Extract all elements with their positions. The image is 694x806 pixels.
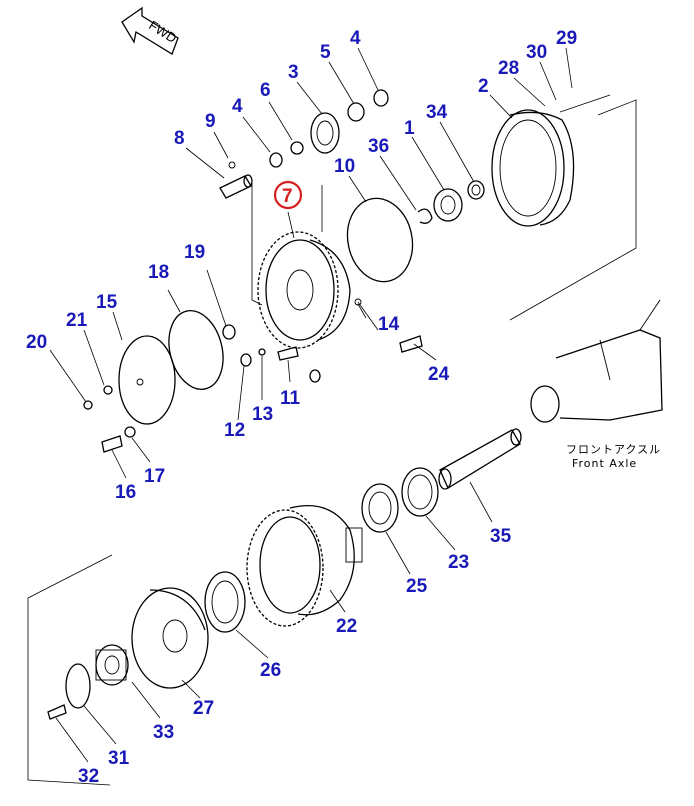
callout-24: 24 xyxy=(428,364,450,385)
callout-numbers: 29 30 28 2 34 1 36 10 4 5 3 6 4 9 8 7 19… xyxy=(26,28,577,787)
callout-2: 2 xyxy=(478,76,489,97)
callout-33: 33 xyxy=(153,722,174,743)
callout-26: 26 xyxy=(260,660,281,681)
callout-36: 36 xyxy=(368,136,389,157)
callout-19: 19 xyxy=(184,242,205,263)
callout-5: 5 xyxy=(320,42,331,63)
callout-31: 31 xyxy=(108,748,130,769)
callout-35: 35 xyxy=(490,526,512,547)
wheel-hub-part xyxy=(246,504,363,627)
callout-11: 11 xyxy=(280,388,301,409)
callout-16: 16 xyxy=(115,482,136,503)
shaft-pin-part xyxy=(219,161,253,199)
cover-plate-part xyxy=(118,335,176,425)
callout-30: 30 xyxy=(526,42,547,63)
ring-gear-part xyxy=(491,109,575,227)
callout-27: 27 xyxy=(193,698,214,719)
callout-22: 22 xyxy=(336,616,357,637)
callout-23: 23 xyxy=(448,552,469,573)
front-axle-caption-en: Front Axle xyxy=(572,457,637,470)
carrier-housing-part xyxy=(257,231,362,349)
callout-28: 28 xyxy=(498,58,519,79)
callout-12: 12 xyxy=(224,420,245,441)
callout-18: 18 xyxy=(148,262,169,283)
callout-14: 14 xyxy=(378,314,400,335)
highlight-ring-7 xyxy=(273,180,303,210)
callout-13: 13 xyxy=(252,404,273,425)
hub-bearing-part xyxy=(204,571,246,633)
callout-4-upper: 4 xyxy=(350,28,361,49)
flange-part xyxy=(131,587,209,689)
assembly-outline xyxy=(27,94,637,786)
callout-3: 3 xyxy=(288,62,299,83)
fasteners-part xyxy=(83,324,423,453)
callout-25: 25 xyxy=(406,576,428,597)
callout-17: 17 xyxy=(144,466,165,487)
fwd-arrow-icon: FWD xyxy=(121,6,179,55)
callout-21: 21 xyxy=(66,310,88,331)
o-ring-10-part xyxy=(346,197,414,283)
o-ring-18-part xyxy=(168,310,224,390)
callout-4-lower: 4 xyxy=(232,96,243,117)
callout-8: 8 xyxy=(174,128,185,149)
callout-1: 1 xyxy=(404,118,415,139)
needle-bearing-part xyxy=(417,180,485,224)
callout-10: 10 xyxy=(334,156,355,177)
axle-shaft-part xyxy=(438,428,522,490)
planetary-gear-part xyxy=(269,89,389,168)
callout-34: 34 xyxy=(426,102,448,123)
callout-15: 15 xyxy=(96,292,118,313)
callout-32: 32 xyxy=(78,766,99,787)
callout-29: 29 xyxy=(556,28,577,49)
front-axle-housing xyxy=(530,299,663,423)
leader-lines xyxy=(49,47,573,763)
callout-9: 9 xyxy=(205,111,216,132)
callout-6: 6 xyxy=(260,80,271,101)
bearing-set-part xyxy=(361,467,439,533)
front-axle-caption-jp: フロントアクスル xyxy=(566,443,661,456)
end-plate-part xyxy=(47,663,91,720)
spline-coupling-part xyxy=(95,644,129,686)
callout-20: 20 xyxy=(26,332,47,353)
callout-7: 7 xyxy=(282,186,293,207)
